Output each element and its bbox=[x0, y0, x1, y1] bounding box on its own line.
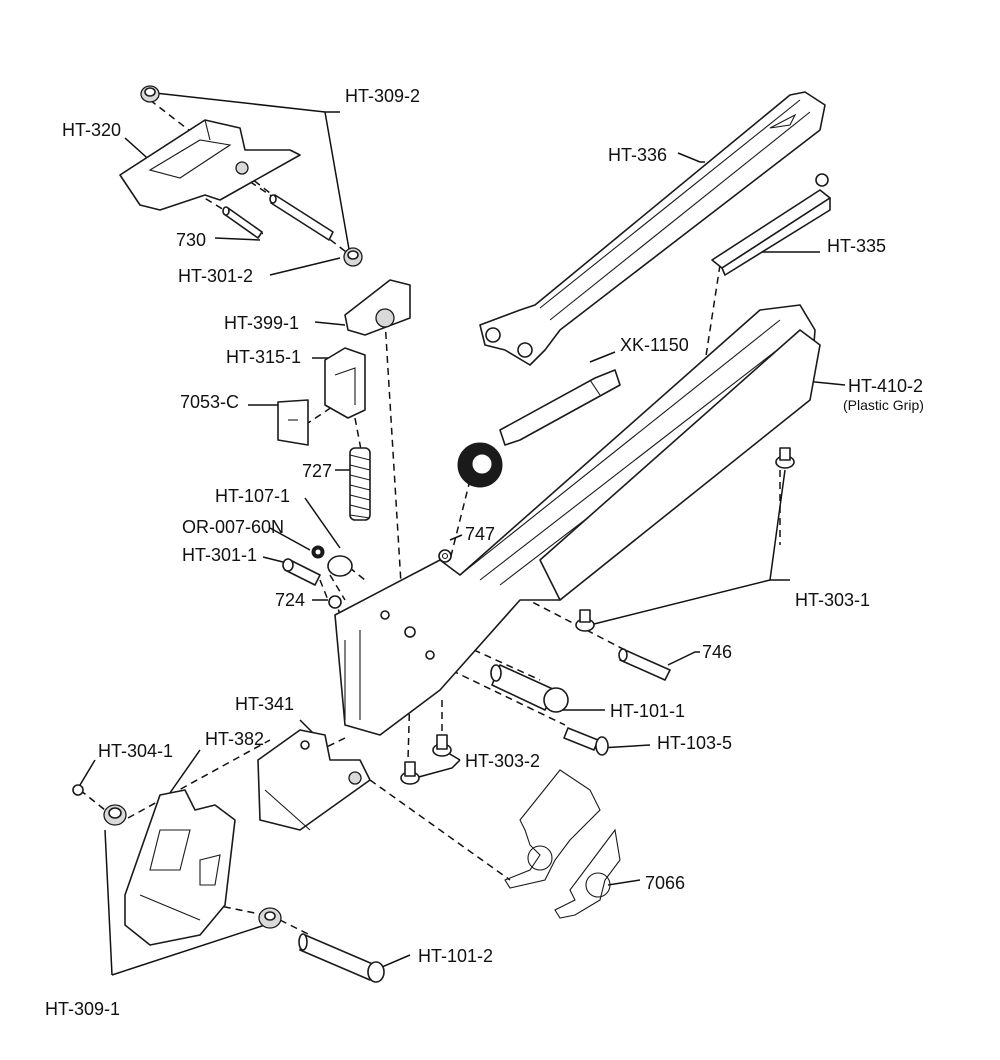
part-724 bbox=[328, 595, 342, 609]
part-ht-301-1 bbox=[282, 558, 321, 586]
label-747: 747 bbox=[465, 524, 495, 544]
label-or-007-60n: OR-007-60N bbox=[182, 517, 284, 537]
part-ht-303-2-screws bbox=[400, 734, 452, 785]
part-ht-309-2-bushings bbox=[140, 85, 363, 267]
part-ht-336-handle bbox=[479, 91, 826, 366]
label-7053-c: 7053-C bbox=[180, 392, 239, 412]
label-ht-410-2: HT-410-2 bbox=[848, 376, 923, 396]
part-ht-304-1-clip bbox=[72, 784, 84, 796]
label-ht-304-1: HT-304-1 bbox=[98, 741, 173, 761]
label-ht-320: HT-320 bbox=[62, 120, 121, 140]
label-ht-303-2: HT-303-2 bbox=[465, 751, 540, 771]
label-ht-309-2: HT-309-2 bbox=[345, 86, 420, 106]
part-xk-1150-feeder bbox=[457, 369, 621, 488]
part-ht-103-5-screw bbox=[563, 727, 609, 756]
part-746-pin bbox=[618, 648, 671, 681]
label-ht-309-1: HT-309-1 bbox=[45, 999, 120, 1019]
part-ht-382-base bbox=[124, 789, 236, 946]
label-ht-399-1: HT-399-1 bbox=[224, 313, 299, 333]
label-ht-315-1: HT-315-1 bbox=[226, 347, 301, 367]
part-or-007-60n-o-ring bbox=[311, 545, 325, 559]
part-ht-335-channel bbox=[711, 173, 831, 276]
part-7066-springs bbox=[504, 769, 621, 919]
part-ht-315-1 bbox=[324, 347, 366, 419]
part-ht-410-2-body bbox=[334, 304, 821, 736]
part-ht-303-1-screws bbox=[575, 447, 795, 632]
label-ht-101-2: HT-101-2 bbox=[418, 946, 493, 966]
label-ht-335: HT-335 bbox=[827, 236, 886, 256]
label-7066: 7066 bbox=[645, 873, 685, 893]
part-ht-309-1-bushings bbox=[103, 804, 282, 929]
part-727-spring bbox=[349, 447, 371, 521]
label-ht-336: HT-336 bbox=[608, 145, 667, 165]
part-ht-107-1 bbox=[327, 555, 353, 577]
part-7053-c-plate bbox=[277, 399, 309, 446]
part-ht-301-2-pin bbox=[269, 194, 334, 241]
label-ht-107-1: HT-107-1 bbox=[215, 486, 290, 506]
label-ht-301-2: HT-301-2 bbox=[178, 266, 253, 286]
label-ht-341: HT-341 bbox=[235, 694, 294, 714]
label-727: 727 bbox=[302, 461, 332, 481]
label-ht-301-1: HT-301-1 bbox=[182, 545, 257, 565]
part-ht-320-top-clip bbox=[119, 119, 301, 211]
label-730: 730 bbox=[176, 230, 206, 250]
part-labels: HT-309-2 HT-320 730 HT-301-2 HT-336 HT-3… bbox=[45, 86, 924, 1019]
label-ht-101-1: HT-101-1 bbox=[610, 701, 685, 721]
label-ht-103-5: HT-103-5 bbox=[657, 733, 732, 753]
label-ht-410-2-note: (Plastic Grip) bbox=[843, 397, 924, 413]
part-ht-341-bracket bbox=[257, 729, 371, 831]
part-ht-101-1-pin bbox=[490, 664, 569, 713]
label-xk-1150: XK-1150 bbox=[620, 335, 689, 355]
part-730-pin bbox=[222, 206, 263, 239]
part-ht-101-2-pin bbox=[298, 933, 385, 983]
label-ht-382: HT-382 bbox=[205, 729, 264, 749]
label-ht-303-1: HT-303-1 bbox=[795, 590, 870, 610]
label-724: 724 bbox=[275, 590, 305, 610]
part-ht-399-1-block bbox=[344, 279, 411, 336]
part-747 bbox=[438, 549, 452, 563]
label-746: 746 bbox=[702, 642, 732, 662]
